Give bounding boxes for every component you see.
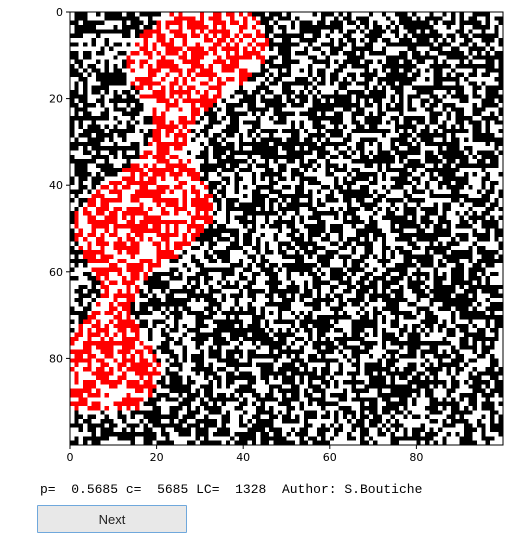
y-axis: 0 20 40 60 80 — [49, 6, 70, 365]
lattice-grid — [70, 12, 503, 445]
y-tick-label: 0 — [56, 6, 63, 19]
x-tick-label: 40 — [236, 451, 250, 464]
author-label: Author: — [281, 482, 337, 497]
lc-value: 1328 — [235, 482, 267, 497]
y-tick-label: 80 — [49, 352, 63, 365]
y-tick-label: 20 — [49, 93, 63, 106]
y-tick-label: 40 — [49, 179, 63, 192]
percolation-plot: 0 20 40 60 80 0 20 40 60 80 — [49, 6, 504, 464]
p-label: p= — [40, 482, 56, 497]
x-tick-label: 20 — [150, 451, 164, 464]
c-value: 5685 — [157, 482, 189, 497]
plot-axes: 0 20 40 60 80 0 20 40 60 80 — [49, 6, 504, 464]
x-tick-label: 60 — [323, 451, 337, 464]
y-tick-label: 60 — [49, 266, 63, 279]
x-axis: 0 20 40 60 80 — [67, 445, 423, 464]
status-readout: p= 0.5685 c= 5685 LC= 1328 Author: S.Bou… — [40, 482, 422, 497]
x-tick-label: 80 — [409, 451, 423, 464]
p-value: 0.5685 — [71, 482, 119, 497]
next-button[interactable]: Next — [37, 505, 187, 533]
lc-label: LC= — [196, 482, 220, 497]
c-label: c= — [125, 482, 142, 497]
x-tick-label: 0 — [67, 451, 74, 464]
author-name: S.Boutiche — [344, 482, 423, 497]
plot-frame — [69, 11, 504, 446]
